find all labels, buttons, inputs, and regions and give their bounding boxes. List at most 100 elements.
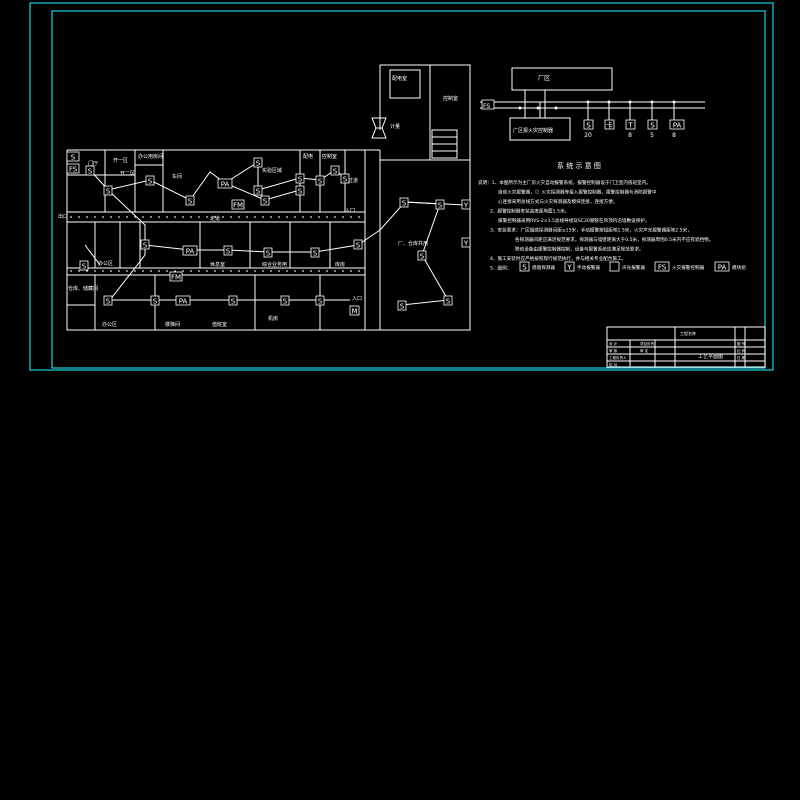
legend-label: 模块组 xyxy=(732,264,746,271)
schematic-top-label: 厂区 xyxy=(538,75,550,82)
title-block-cell: 比 例 xyxy=(737,348,746,353)
note-line: 自动火灾报警器，〔〕火灾探测器等接入报警控制器，报警控制器与消防报警中 xyxy=(498,189,657,196)
svg-text:S: S xyxy=(446,298,451,306)
smoke-detector-icon: S xyxy=(223,245,233,256)
smoke-detector-icon: S xyxy=(280,295,290,306)
fire-controller-icon: FS xyxy=(66,163,80,174)
panel-icon: S xyxy=(66,151,80,162)
room-label: 休息室 xyxy=(210,261,225,268)
svg-text:S: S xyxy=(256,188,261,196)
svg-text:S: S xyxy=(356,242,361,250)
svg-text:S: S xyxy=(318,178,323,186)
smoke-detector-icon: S xyxy=(399,197,409,208)
manual-alarm-icon: Y xyxy=(461,199,471,210)
room-label: 值班室 xyxy=(212,321,227,328)
title-block-cell: 项目负责 xyxy=(640,341,654,346)
schematic-top-box xyxy=(511,67,613,91)
smoke-detector-icon: S xyxy=(85,165,95,176)
note-line: 3、安装要求：广区烟感探测器间距≤15米，手动报警按钮距地1.5米，火灾声光报警… xyxy=(490,227,692,234)
room-label: 办公区 xyxy=(102,321,117,328)
schematic-device-count: 8 xyxy=(672,132,676,139)
inner-frame xyxy=(51,10,766,369)
room-label: 配电 xyxy=(303,153,313,160)
title-block-cell: 图 号 xyxy=(737,341,746,346)
smoke-detector-icon: S xyxy=(417,250,427,261)
svg-text:S: S xyxy=(298,188,303,196)
title-block-cell: 设 计 xyxy=(609,341,618,346)
module-pa-icon: PA xyxy=(182,245,198,256)
room-label: 出口 xyxy=(58,213,68,220)
title-block-cell: 工程负责人 xyxy=(609,355,627,360)
svg-text:Y: Y xyxy=(566,264,572,272)
title-block-cell: 校 对 xyxy=(609,362,618,367)
svg-text:S: S xyxy=(400,303,405,311)
svg-text:S: S xyxy=(333,168,338,176)
smoke-detector-icon: S xyxy=(103,185,113,196)
legend-symbol-icon xyxy=(609,261,620,272)
note-line: 4、施工安装时应严格按照现行规范执行，并与相关专业配合施工。 xyxy=(490,255,626,262)
svg-text:Y: Y xyxy=(463,202,469,210)
smoke-detector-icon: S xyxy=(340,173,350,184)
room-label: 入口 xyxy=(345,208,355,214)
legend-symbol-icon: FS xyxy=(654,261,670,272)
svg-text:PA: PA xyxy=(179,298,188,306)
room-label: 办公区 xyxy=(98,260,113,267)
bus-label: FS xyxy=(483,103,490,110)
notes: 说明：1、本图所示为主厂房火灾自动报警系统，报警控制器设于门卫室内值班室内。自动… xyxy=(478,179,713,272)
svg-text:S: S xyxy=(313,250,318,258)
smoke-detector-icon: S xyxy=(150,295,160,306)
svg-text:S: S xyxy=(82,263,87,271)
module-pa-icon: PA xyxy=(175,295,191,306)
svg-text:S: S xyxy=(143,242,148,250)
legend-label: 感烟探测器 xyxy=(532,264,555,271)
title-block-cell: 审 核 xyxy=(609,348,618,353)
schematic-device-icon: S xyxy=(583,119,594,130)
svg-text:S: S xyxy=(283,298,288,306)
smoke-detector-icon: S xyxy=(435,199,445,210)
note-line: 联动设备由报警控制器控制，设备与报警系统应满足规范要求。 xyxy=(515,246,644,253)
schematic-device-count: 20 xyxy=(584,132,592,139)
room-label: 配电室 xyxy=(392,75,407,82)
schematic-device-icon: S xyxy=(647,119,658,130)
note-line: 报警控制器采用RVS-2×1.5总线导线穿SC20钢管在吊顶内沿墙敷设保护。 xyxy=(498,217,650,224)
note-line: 5、图例： xyxy=(490,265,511,272)
smoke-detector-icon: S xyxy=(315,295,325,306)
svg-text:S: S xyxy=(153,298,158,306)
schematic-device-icon: T xyxy=(625,119,636,130)
smoke-detector-icon: S xyxy=(295,185,305,196)
smoke-detector-icon: S xyxy=(145,175,155,186)
svg-text:S: S xyxy=(586,122,591,130)
svg-text:S: S xyxy=(71,154,76,162)
smoke-detector-icon: S xyxy=(310,247,320,258)
svg-text:FM: FM xyxy=(171,274,181,282)
note-line: 2、报警控制器安装高度距地面1.5米。 xyxy=(490,208,569,215)
svg-text:S: S xyxy=(343,176,348,184)
outer-frame xyxy=(29,2,774,371)
room-label: 入口 xyxy=(352,296,362,302)
room-label: 机房 xyxy=(268,315,278,322)
svg-text:S: S xyxy=(318,298,323,306)
smoke-detector-icon: S xyxy=(353,239,363,250)
svg-text:S: S xyxy=(298,176,303,184)
smoke-detector-icon: S xyxy=(79,260,89,271)
svg-text:S: S xyxy=(420,253,425,261)
room-label: 过道 xyxy=(348,177,358,184)
room-label: 办公用房间 xyxy=(138,153,163,160)
module-fm-icon: FM xyxy=(169,271,183,282)
room-label: 库房 xyxy=(335,261,345,268)
room-label: 车间 xyxy=(172,173,182,180)
legend-label: 声光报警器 xyxy=(622,264,645,271)
svg-text:S: S xyxy=(266,250,271,258)
svg-text:T: T xyxy=(627,122,633,130)
svg-text:S: S xyxy=(263,198,268,206)
title-block-drawing: 工艺平面图 xyxy=(698,354,723,360)
smoke-detector-icon: S xyxy=(228,295,238,306)
schematic-device-count: 8 xyxy=(628,132,632,139)
legend-label: 手动报警器 xyxy=(577,264,600,271)
room-label: 实验区域 xyxy=(262,167,282,174)
svg-text:FS: FS xyxy=(658,264,667,272)
svg-text:S: S xyxy=(438,202,443,210)
svg-text:PA: PA xyxy=(221,181,230,189)
svg-text:S: S xyxy=(88,168,93,176)
